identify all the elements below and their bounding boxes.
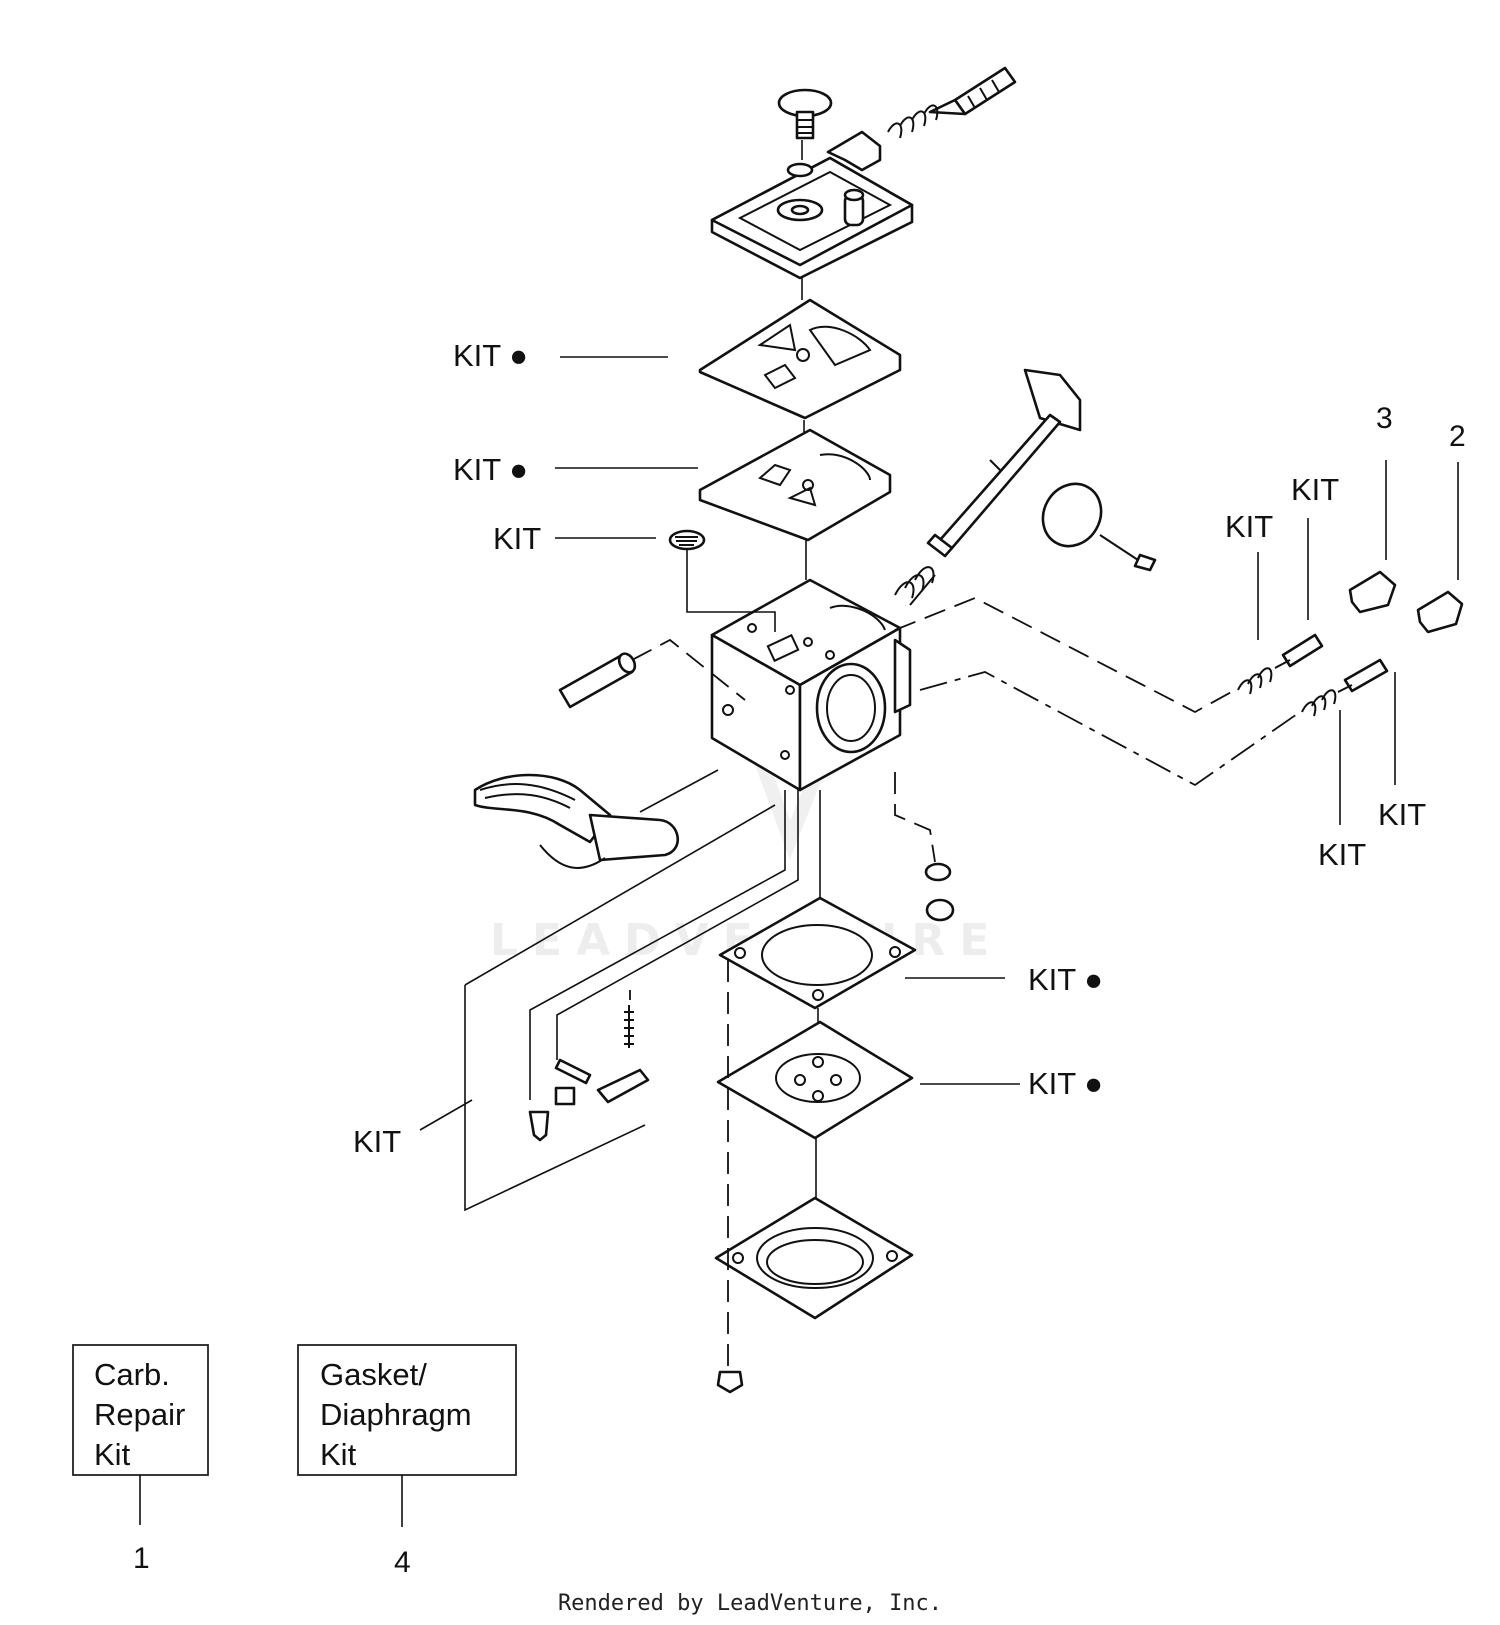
legend-carb-line-3: Kit xyxy=(94,1437,131,1472)
kit-label-main-needle: KIT xyxy=(1378,797,1426,832)
kit-label-metering-diaphragm: KIT ● xyxy=(1028,1066,1103,1101)
callout-numbers: 3 2 1 4 xyxy=(133,402,1466,1579)
carburetor-parts xyxy=(473,66,1464,1394)
fuel-line-bulb xyxy=(473,773,680,869)
kit-label-metering-gasket: KIT ● xyxy=(1028,962,1103,997)
kit-label-idle-spring: KIT xyxy=(1225,509,1273,544)
upper-gasket xyxy=(698,298,902,420)
assembly-lines xyxy=(464,140,1301,1372)
adjust-screw-spring xyxy=(887,66,1017,139)
legend-carb-line-2: Repair xyxy=(94,1397,185,1432)
top-screw xyxy=(777,88,833,140)
throttle-shaft-lever xyxy=(926,368,1082,558)
legend-gasket-diaphragm-kit: Gasket/ Diaphragm Kit xyxy=(297,1344,517,1527)
cover-screw xyxy=(716,1370,744,1394)
kit-label-main-spring: KIT xyxy=(1318,837,1366,872)
cover-plate xyxy=(710,130,914,280)
kit-label-inlet-needle: KIT xyxy=(353,1124,401,1159)
rendered-by-footer: Rendered by LeadVenture, Inc. xyxy=(558,1591,942,1616)
metering-diaphragm xyxy=(716,1020,914,1140)
kit-label-pump-diaphragm: KIT ● xyxy=(453,452,528,487)
inlet-needle-lever xyxy=(528,1005,650,1142)
kit-label-inlet-screen: KIT xyxy=(493,521,541,556)
throttle-plate xyxy=(1041,482,1157,572)
legend-gasket-line-1: Gasket/ xyxy=(320,1357,427,1392)
carburetor-body xyxy=(710,578,912,792)
kit-label-idle-needle: KIT xyxy=(1291,472,1339,507)
legend-gasket-line-3: Kit xyxy=(320,1437,357,1472)
callout-1: 1 xyxy=(133,1542,150,1575)
inlet-filter xyxy=(924,862,955,922)
inlet-screen xyxy=(668,529,706,551)
metering-gasket xyxy=(718,896,917,1010)
metering-cover xyxy=(714,1196,914,1320)
legend-gasket-line-2: Diaphragm xyxy=(320,1397,472,1432)
leader-lines xyxy=(419,356,1459,1131)
kit-label-upper-gasket: KIT ● xyxy=(453,338,528,373)
kit-labels: KIT ● KIT ● KIT KIT ● KIT ● KIT KIT KIT … xyxy=(353,338,1426,1159)
legend-carb-line-1: Carb. xyxy=(94,1357,170,1392)
legend-carb-repair-kit: Carb. Repair Kit xyxy=(72,1344,209,1525)
pivot-pin xyxy=(558,652,637,709)
shaft-spring xyxy=(894,566,936,606)
callout-4: 4 xyxy=(394,1546,411,1579)
callout-3: 3 xyxy=(1376,402,1393,435)
pump-diaphragm xyxy=(698,428,892,542)
mixture-needles xyxy=(1237,633,1389,717)
callout-2: 2 xyxy=(1449,420,1466,453)
limiter-caps xyxy=(1348,570,1464,634)
